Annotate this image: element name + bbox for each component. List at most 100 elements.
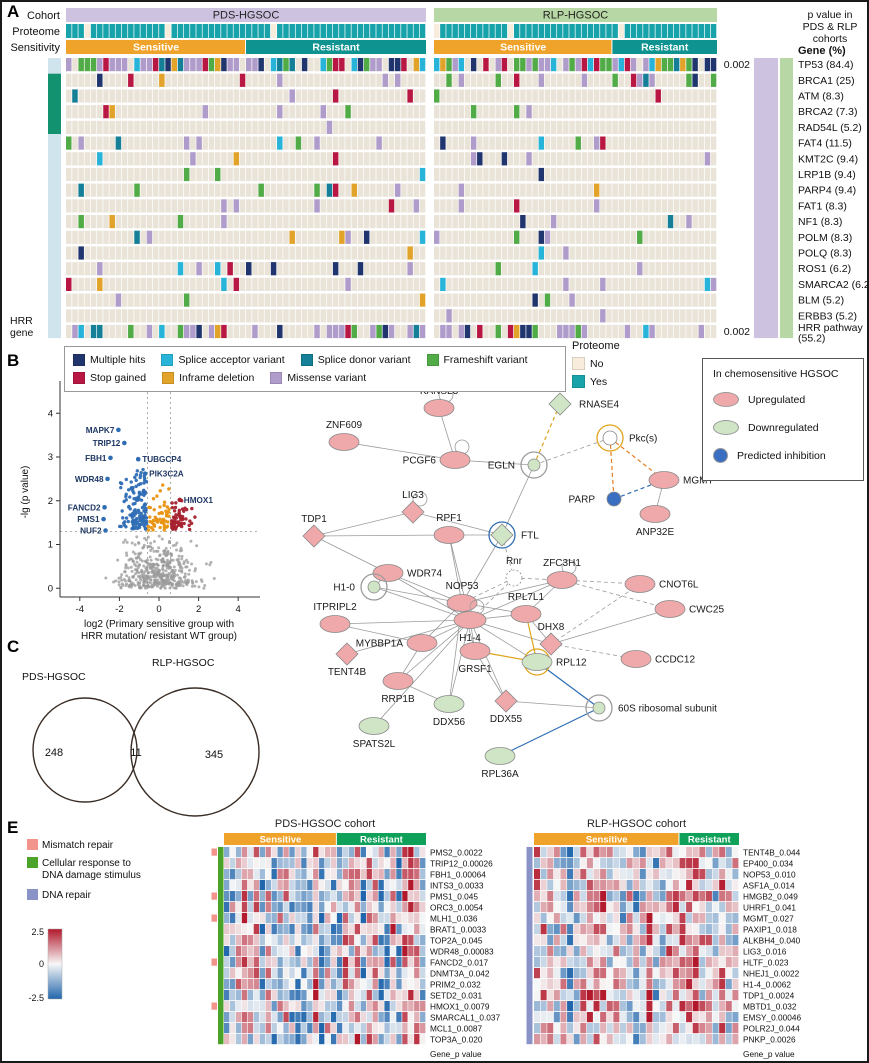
svg-text:11: 11 (130, 747, 141, 759)
svg-text:TOP2A_0.045: TOP2A_0.045 (430, 936, 483, 946)
legend-label: No (590, 357, 604, 370)
network-node-ZFC3H1 (546, 571, 578, 589)
network-node-MGMT (648, 471, 680, 489)
legend-swatch (270, 372, 283, 385)
network-node-ITPRIPL2 (319, 615, 351, 633)
legend-swatch (73, 353, 85, 366)
legend-label: Frameshift variant (443, 353, 528, 366)
network-node-NOP53 (446, 594, 478, 612)
panel-label-b: B (7, 351, 20, 370)
legend-swatch (713, 420, 739, 435)
network-node-TENT4B (335, 642, 359, 666)
svg-text:DNA repair: DNA repair (42, 890, 92, 901)
svg-text:TENT4B: TENT4B (328, 667, 367, 678)
svg-text:ZNF609: ZNF609 (326, 420, 363, 431)
network-node-ZNF609 (328, 433, 360, 451)
legend-swatch (161, 353, 174, 366)
legend-swatch (426, 353, 439, 366)
svg-text:EMSY_0.00046: EMSY_0.00046 (743, 1013, 802, 1023)
svg-text:RRP1B: RRP1B (381, 694, 415, 705)
colorbar (47, 928, 63, 1000)
svg-text:Resistant: Resistant (360, 835, 404, 846)
svg-text:ERBB3 (5.2): ERBB3 (5.2) (798, 310, 857, 322)
svg-text:EP400_0.034: EP400_0.034 (743, 859, 794, 869)
legend-label: Inframe deletion (179, 372, 255, 385)
svg-text:Rnr: Rnr (506, 556, 523, 567)
network-node-RPL36A (484, 747, 516, 765)
network-node-RPF1 (433, 526, 465, 544)
legend-swatch (162, 372, 175, 385)
network-node-RPL7L1 (510, 605, 542, 623)
svg-text:MAPK7: MAPK7 (86, 426, 115, 435)
svg-text:NHEJ1_0.0022: NHEJ1_0.0022 (743, 969, 800, 979)
svg-text:PARP4 (9.4): PARP4 (9.4) (798, 185, 856, 197)
svg-text:DNA damage stimulus: DNA damage stimulus (42, 870, 141, 881)
network-node-H14 (453, 611, 487, 629)
svg-text:MYBBP1A: MYBBP1A (356, 639, 404, 650)
svg-text:POLQ (8.3): POLQ (8.3) (798, 248, 852, 260)
legend-label: Splice acceptor variant (178, 353, 285, 366)
legend-item: Splice donor variant (300, 353, 411, 366)
svg-text:ROS1 (6.2): ROS1 (6.2) (798, 263, 851, 275)
svg-text:TDP1_0.0024: TDP1_0.0024 (743, 991, 795, 1001)
network-node-Rnr (505, 569, 523, 587)
svg-text:H1-0: H1-0 (333, 583, 355, 594)
svg-text:ANP32E: ANP32E (636, 527, 675, 538)
svg-text:BRAT1_0.0033: BRAT1_0.0033 (430, 925, 487, 935)
svg-text:PDS-HGSOC: PDS-HGSOC (22, 671, 86, 683)
svg-text:PMS1_0.045: PMS1_0.045 (430, 892, 478, 902)
legend-item: Downregulated (713, 420, 853, 435)
network-node-CWC25 (654, 600, 686, 618)
svg-text:1: 1 (48, 540, 53, 551)
svg-text:Sensitivity: Sensitivity (10, 42, 60, 54)
svg-text:FANCD2: FANCD2 (68, 503, 101, 512)
legend-label: Splice donor variant (317, 353, 411, 366)
svg-text:p value in: p value in (808, 9, 853, 21)
svg-text:RAD54L (5.2): RAD54L (5.2) (798, 122, 862, 134)
legend-label: Stop gained (90, 372, 147, 385)
network-node-TDP1 (302, 524, 326, 548)
svg-text:Mismatch repair: Mismatch repair (42, 840, 114, 851)
svg-text:Pkc(s): Pkc(s) (629, 434, 657, 445)
svg-text:4: 4 (48, 408, 53, 419)
venn-circle-left (32, 697, 138, 803)
proteome-legend-title: Proteome (572, 340, 620, 352)
network-node-RPL12 (521, 653, 553, 671)
legend-item: Yes (572, 375, 620, 388)
svg-text:EGLN: EGLN (488, 461, 515, 472)
network-node-CNOT6L (624, 575, 656, 593)
legend-item: Predicted inhibition (713, 448, 853, 463)
network-node-PARP (606, 491, 622, 507)
svg-text:TUBGCP4: TUBGCP4 (142, 455, 182, 464)
svg-text:RPL12: RPL12 (556, 658, 587, 669)
network-node-RRP1B (382, 672, 414, 690)
network-node-KANSL3 (423, 399, 455, 417)
svg-text:RPL7L1: RPL7L1 (508, 592, 545, 603)
svg-text:HRR: HRR (10, 315, 33, 327)
svg-text:-2.5: -2.5 (28, 993, 44, 1003)
legend-swatch (300, 353, 313, 366)
legend-item: Inframe deletion (162, 372, 255, 385)
panel-label-c: C (7, 637, 20, 656)
svg-text:PDS & RLP: PDS & RLP (803, 21, 858, 33)
network-node-DDX55 (494, 689, 518, 713)
svg-text:UHRF1_0.041: UHRF1_0.041 (743, 903, 796, 913)
svg-text:CNOT6L: CNOT6L (659, 580, 699, 591)
svg-text:3: 3 (48, 452, 53, 463)
svg-text:SMARCAL1_0.037: SMARCAL1_0.037 (430, 1013, 500, 1023)
legend-label: Predicted inhibition (737, 449, 826, 462)
svg-text:FTL: FTL (521, 531, 539, 542)
svg-text:PDS-HGSOC cohort: PDS-HGSOC cohort (275, 818, 375, 830)
svg-text:345: 345 (205, 749, 223, 761)
svg-text:Sensitive: Sensitive (500, 42, 546, 54)
svg-text:H1-4: H1-4 (459, 633, 481, 644)
svg-text:LIG3: LIG3 (402, 490, 424, 501)
legend-label: Upregulated (748, 393, 806, 406)
svg-text:LRP1B (9.4): LRP1B (9.4) (798, 169, 856, 181)
svg-text:PIK3C2A: PIK3C2A (149, 470, 184, 479)
svg-text:TRIP12_0.00026: TRIP12_0.00026 (430, 859, 493, 869)
cohort-bar (66, 8, 426, 22)
